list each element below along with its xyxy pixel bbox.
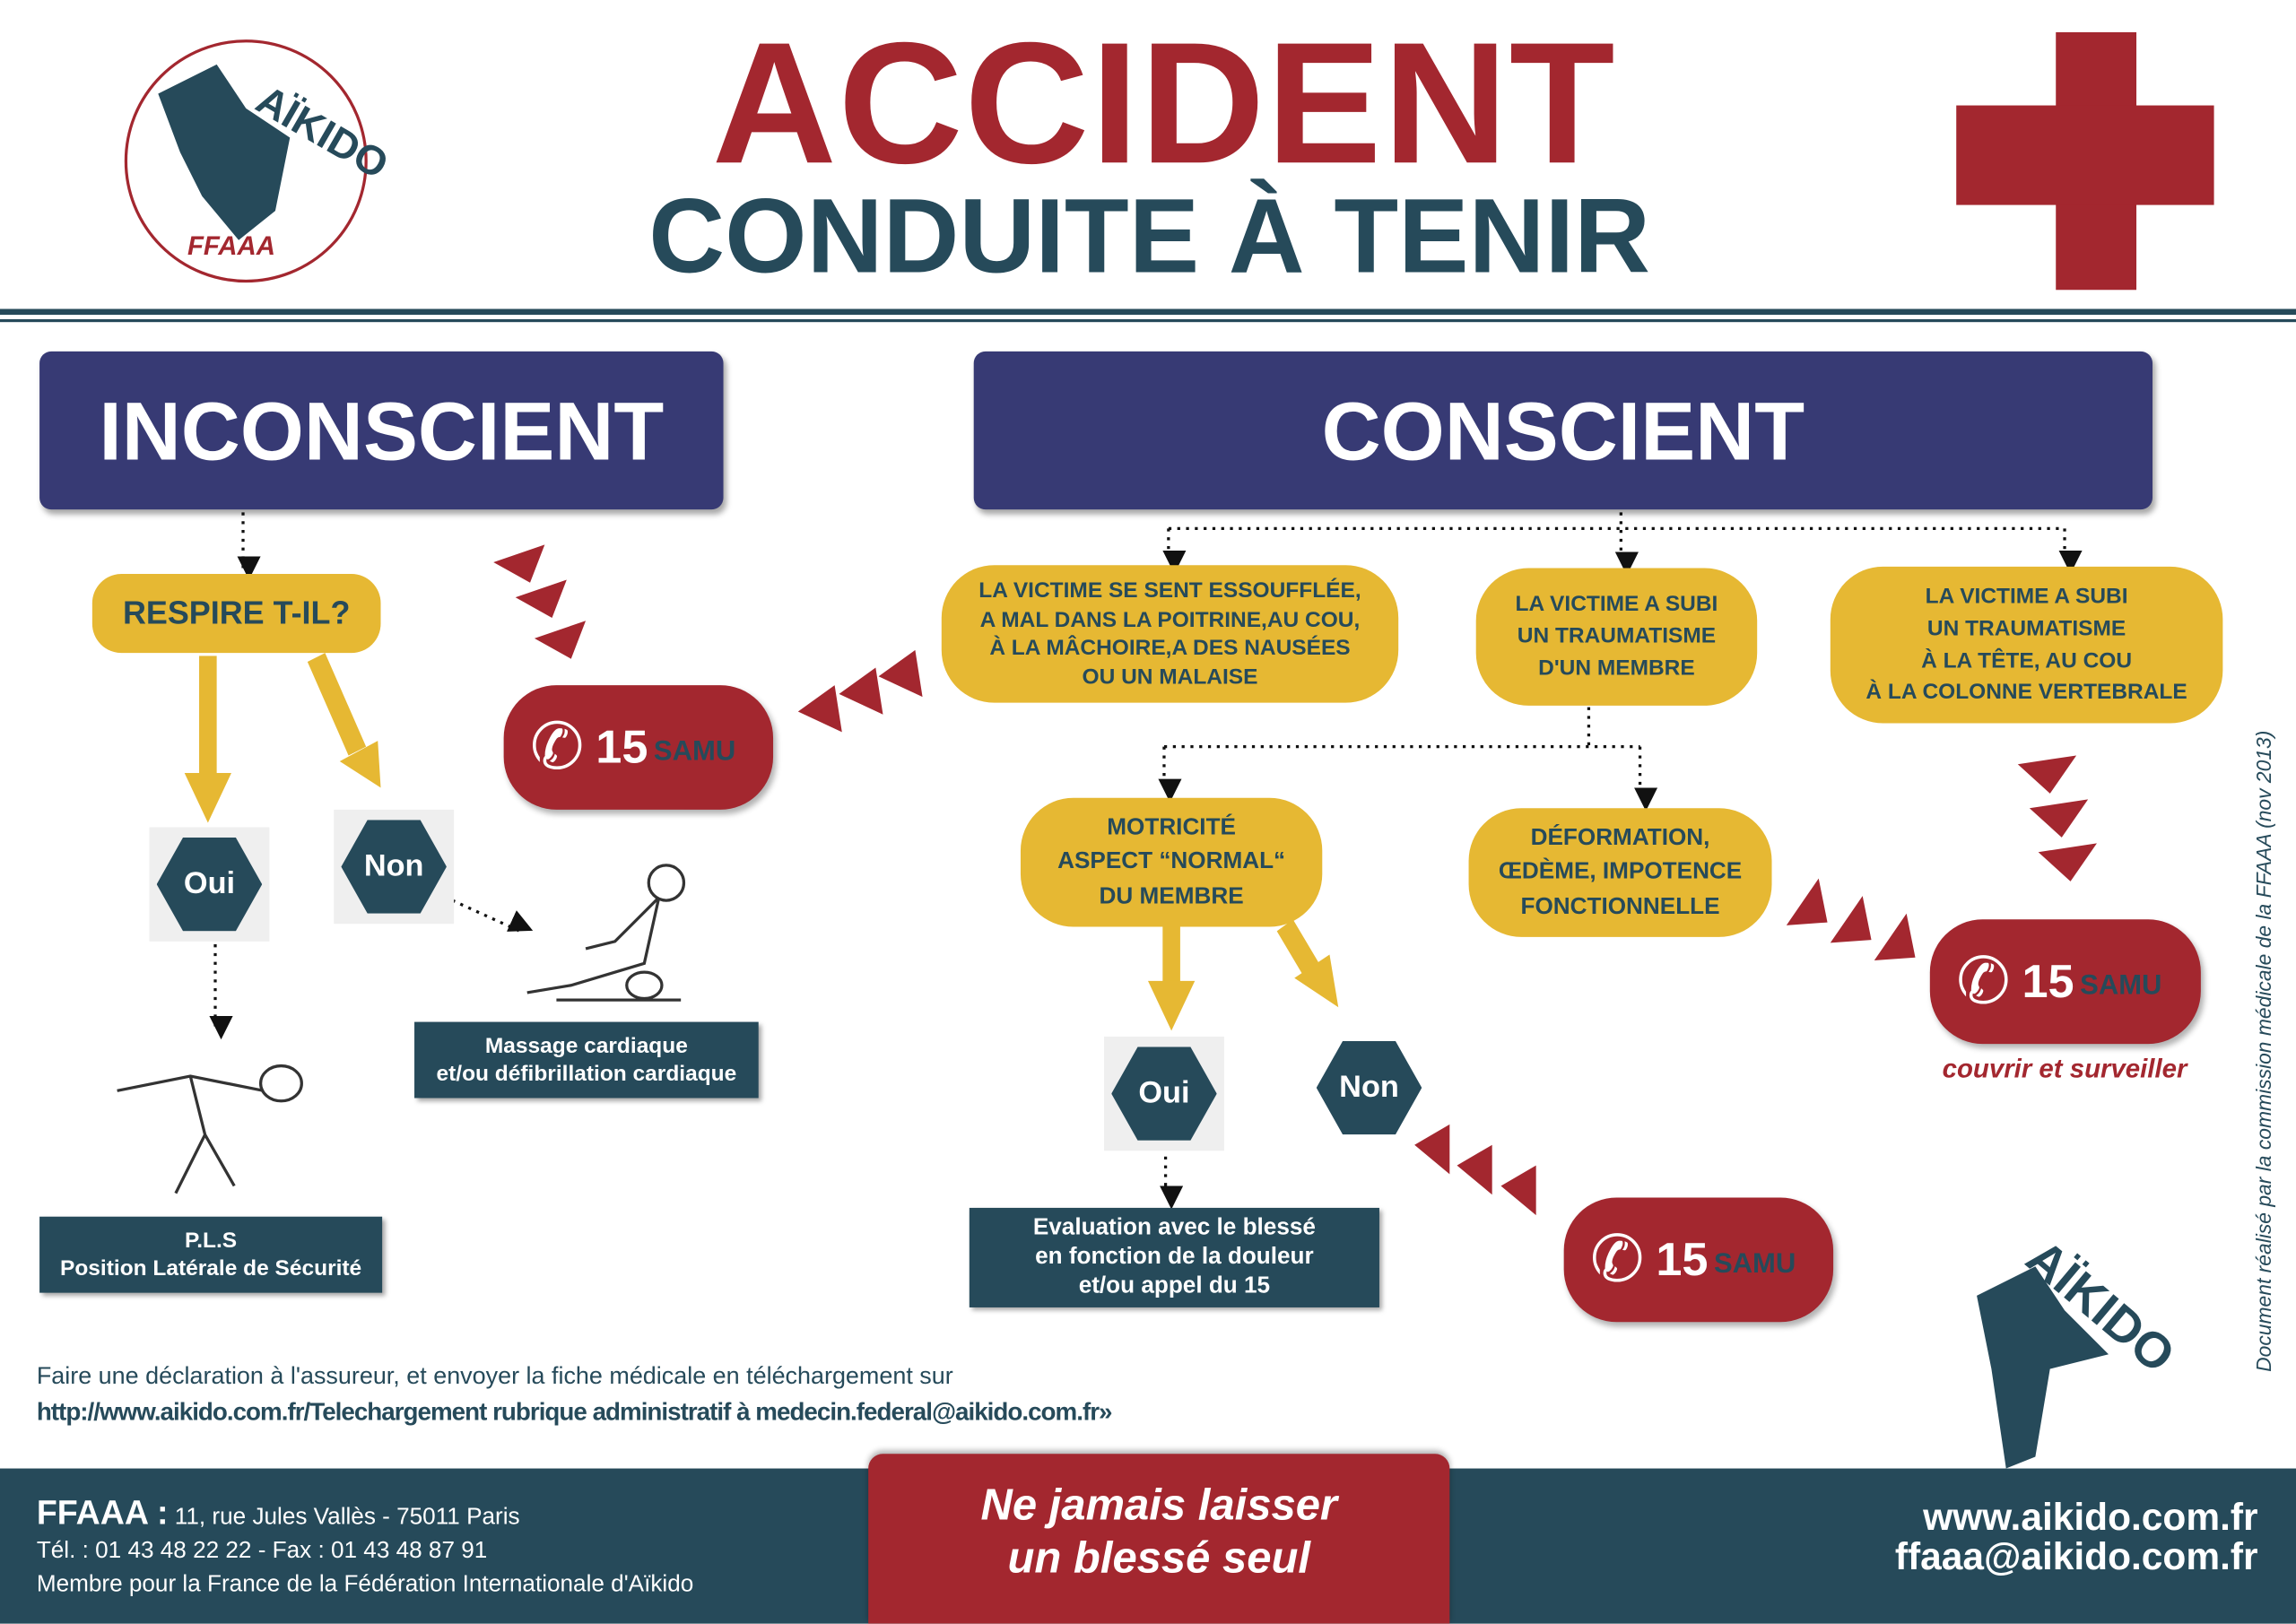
case-line: ASPECT “NORMAL“: [1057, 849, 1286, 875]
footer-address: 11, rue Jules Vallès - 75011 Paris: [174, 1505, 520, 1531]
no-hexagon: Non: [341, 820, 447, 914]
evaluation-line: en fonction de la douleur: [1035, 1244, 1314, 1270]
phone-icon: ✆: [1590, 1223, 1645, 1296]
ffaaa-logo: AÏKIDO FFAAA: [114, 35, 396, 287]
yes-hexagon: Oui: [1111, 1046, 1217, 1141]
notice-text: Faire une déclaration à l'assureur, et e…: [36, 1362, 953, 1390]
slogan-line: un blessé seul: [1007, 1534, 1311, 1583]
footer-contact: FFAAA : 11, rue Jules Vallès - 75011 Par…: [37, 1489, 693, 1602]
case-membre: LA VICTIME A SUBI UN TRAUMATISME D'UN MEMB…: [1475, 568, 1758, 706]
case-line: DÉFORMATION,: [1530, 826, 1710, 851]
evaluation-line: Evaluation avec le blessé: [1032, 1215, 1316, 1240]
evaluation-line: et/ou appel du 15: [1078, 1273, 1271, 1299]
pls-label: P.L.S Position Latérale de Sécurité: [39, 1216, 383, 1293]
samu-label: SAMU: [1713, 1247, 1796, 1280]
footer-org: FFAAA :: [36, 1493, 169, 1532]
samu-label: SAMU: [2080, 969, 2162, 1001]
email-link[interactable]: ffaaa@aikido.com.fr: [1894, 1534, 2258, 1579]
page-subtitle: CONDUITE À TENIR: [648, 178, 1650, 296]
pls-illustration: [117, 1064, 303, 1194]
no-node: Non: [334, 809, 455, 925]
case-line: À LA MÂCHOIRE,A DES NAUSÉES: [989, 635, 1351, 661]
red-chevrons: [493, 544, 2097, 1216]
case-line: LA VICTIME A SUBI: [1515, 592, 1718, 617]
slogan-tab: Ne jamais laisser un blessé seul: [868, 1454, 1450, 1624]
side-note: Document réalisé par la commission médic…: [2252, 730, 2276, 1372]
samu-number: 15: [1656, 1232, 1709, 1286]
inconscient-header: INCONSCIENT: [39, 351, 724, 510]
deformation-box: DÉFORMATION, ŒDÈME, IMPOTENCE FONCTIONNELL…: [1468, 808, 1772, 937]
pls-abbr: P.L.S: [185, 1227, 238, 1253]
no-node: Non: [1316, 1040, 1422, 1135]
yes-node: Oui: [149, 827, 270, 942]
aikido-logo-icon: AÏKIDO: [124, 39, 396, 283]
case-line: UN TRAUMATISME: [1517, 623, 1717, 649]
case-line: OU UN MALAISE: [1082, 664, 1258, 690]
aikido-figure-logo: AÏKIDO: [1977, 1229, 2186, 1469]
samu-number: 15: [2022, 954, 2074, 1008]
evaluation-label: Evaluation avec le blessé en fonction de …: [969, 1207, 1379, 1307]
yes-node: Oui: [1104, 1036, 1224, 1151]
question-respire: RESPIRE T-IL?: [91, 573, 381, 654]
case-line: DU MEMBRE: [1099, 883, 1244, 909]
divider: [0, 318, 2296, 323]
samu-number: 15: [596, 720, 648, 774]
case-line: ŒDÈME, IMPOTENCE: [1498, 860, 1743, 885]
cpr-illustration: [526, 864, 686, 1002]
samu-label: SAMU: [653, 735, 736, 767]
divider: [0, 308, 2296, 316]
no-hexagon: Non: [1316, 1040, 1422, 1135]
case-line: LA VICTIME SE SENT ESSOUFFLÉE,: [978, 578, 1361, 604]
yes-hexagon: Oui: [156, 837, 263, 932]
case-line: FONCTIONNELLE: [1520, 893, 1720, 919]
pls-full: Position Latérale de Sécurité: [60, 1255, 362, 1281]
massage-line: et/ou défibrillation cardiaque: [436, 1061, 737, 1087]
footer-links: www.aikido.com.fr ffaaa@aikido.com.fr: [1894, 1494, 2258, 1579]
red-cross-icon: [1956, 31, 2214, 291]
case-line: LA VICTIME A SUBI: [1925, 584, 2128, 610]
case-line: MOTRICITÉ: [1107, 815, 1236, 841]
footer-phone: Tél. : 01 43 48 22 22 - Fax : 01 43 48 8…: [36, 1539, 488, 1564]
case-line: A MAL DANS LA POITRINE,AU COU,: [979, 606, 1361, 632]
case-tete: LA VICTIME A SUBI UN TRAUMATISME À LA TÊTE…: [1830, 566, 2223, 724]
case-line: À LA COLONNE VERTEBRALE: [1866, 679, 2187, 705]
slogan-line: Ne jamais laisser: [980, 1481, 1338, 1531]
phone-icon: ✆: [530, 711, 585, 784]
case-line: D'UN MEMBRE: [1538, 656, 1695, 681]
cover-note: couvrir et surveiller: [1942, 1054, 2187, 1084]
motricite-box: MOTRICITÉ ASPECT “NORMAL“ DU MEMBRE: [1020, 797, 1323, 927]
case-line: UN TRAUMATISME: [1926, 615, 2126, 641]
conscient-header: CONSCIENT: [973, 351, 2152, 510]
case-malaise: LA VICTIME SE SENT ESSOUFFLÉE,A MAL DANS…: [941, 565, 1399, 703]
download-link[interactable]: http://www.aikido.com.fr/Telechargement …: [36, 1398, 1113, 1427]
massage-label: Massage cardiaque et/ou défibrillation c…: [414, 1021, 759, 1099]
massage-line: Massage cardiaque: [484, 1032, 688, 1058]
website-link[interactable]: www.aikido.com.fr: [1923, 1494, 2258, 1539]
phone-icon: ✆: [1956, 945, 2011, 1018]
page-title: ACCIDENT: [711, 7, 1617, 201]
footer-member: Membre pour la France de la Fédération I…: [36, 1571, 694, 1597]
case-line: À LA TÊTE, AU COU: [1921, 647, 2133, 673]
yellow-arrows: [184, 653, 1339, 1031]
logo-brand: FFAAA: [187, 230, 275, 261]
